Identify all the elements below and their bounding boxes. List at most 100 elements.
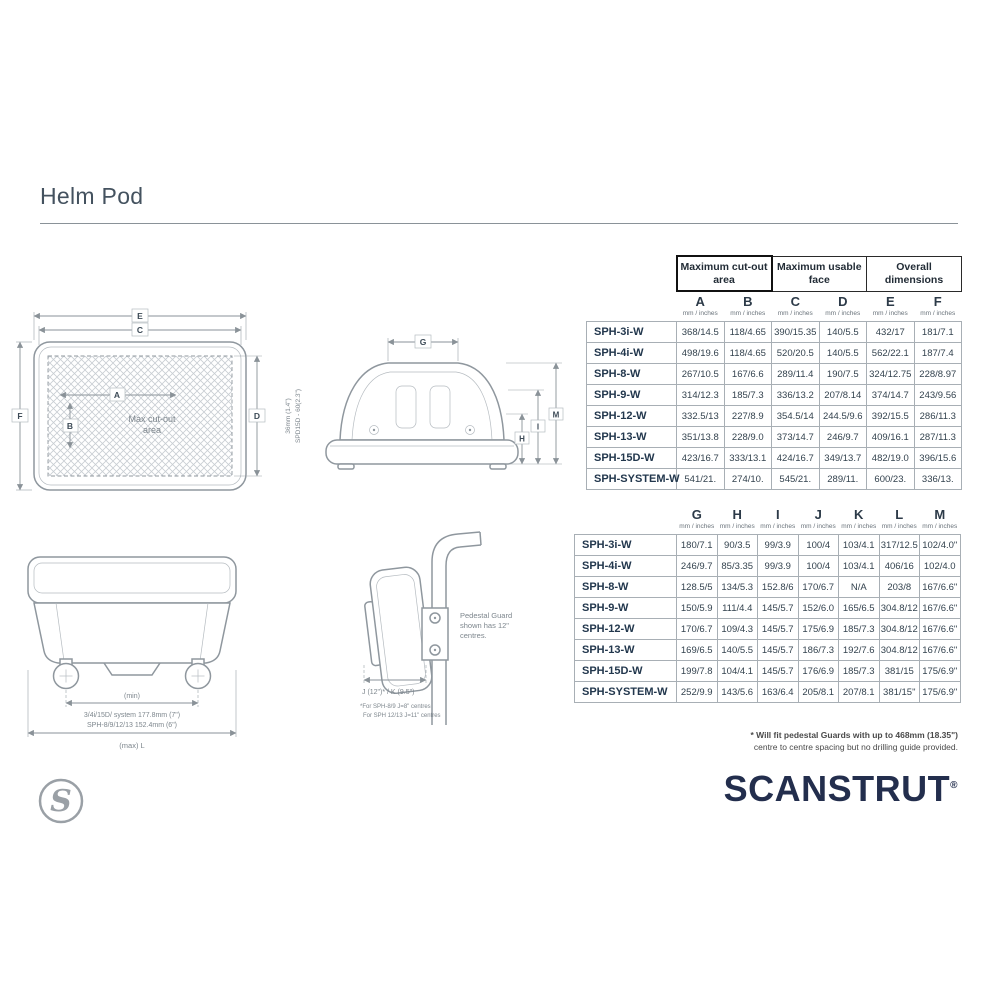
dim-value-cell: 333/13.1: [723, 447, 773, 470]
dim-value-cell: 140/5.5: [716, 639, 758, 662]
dim-value-cell: 150/5.9: [676, 597, 718, 620]
model-label: SPH-9-W: [586, 384, 677, 407]
dim-value-cell: 314/12.3: [676, 384, 725, 407]
dim-value-cell: 381/15: [878, 660, 920, 683]
dim-value-cell: 374/14.7: [866, 384, 915, 407]
dim-value-cell: 243/9.56: [913, 384, 963, 407]
dim-value-cell: 85/3.35: [716, 555, 758, 578]
group-header-overall: Overall dimensions: [866, 255, 963, 292]
dim-value-cell: 244.5/9.6: [818, 405, 868, 428]
dim-value-cell: 181/7.1: [913, 321, 963, 344]
dim-value-cell: 109/4.3: [716, 618, 758, 641]
model-label: SPH-15D-W: [574, 660, 677, 683]
dim-value-cell: 432/17: [866, 321, 915, 344]
dim-value-cell: 349/13.7: [818, 447, 868, 470]
dim-value-cell: 99/3.9: [757, 534, 799, 557]
svg-text:S: S: [50, 784, 72, 819]
dim-value-cell: 368/14.5: [676, 321, 725, 344]
dim-value-cell: 396/15.6: [913, 447, 963, 470]
dim-value-cell: 175/6.9": [919, 681, 961, 704]
dim-value-cell: 169/6.5: [676, 639, 718, 662]
dim-value-cell: N/A: [838, 576, 880, 599]
page-title: Helm Pod: [40, 183, 144, 209]
dim-label-a: A: [114, 390, 120, 400]
dim-label-d: D: [254, 411, 260, 421]
dim-value-cell: 424/16.7: [771, 447, 820, 470]
title-divider: [40, 223, 958, 224]
dim-value-cell: 336/13.2: [771, 384, 820, 407]
dim-value-cell: 304.8/12: [878, 597, 920, 620]
model-label: SPH-9-W: [574, 597, 677, 620]
dim-value-cell: 252/9.9: [676, 681, 718, 704]
dim-value-cell: 227/8.9: [723, 405, 773, 428]
dim-value-cell: 165/6.5: [838, 597, 880, 620]
dim-value-cell: 304.8/12: [878, 639, 920, 662]
dim-value-cell: 145/5.7: [757, 639, 799, 662]
dim-value-cell: 373/14.7: [771, 426, 820, 449]
jk-footnote-line2: For SPH 12/13 J=11" centres: [363, 713, 441, 719]
spacing-line1: 3/4i/15D/ system 177.8mm (7"): [84, 712, 180, 719]
group-header-cutout: Maximum cut-out area: [675, 254, 773, 293]
model-label: SPH-13-W: [586, 426, 677, 449]
dim-value-cell: 336/13.: [913, 468, 963, 491]
dim-value-cell: 145/5.7: [757, 618, 799, 641]
dim-value-cell: 207/8.1: [838, 681, 880, 704]
dim-value-cell: 167/6.6: [723, 363, 773, 386]
dim-value-cell: 175/6.9": [919, 660, 961, 683]
dim-value-cell: 192/7.6: [838, 639, 880, 662]
pod-side-profile: [364, 566, 433, 694]
dim-value-cell: 317/12.5: [878, 534, 920, 557]
dim-value-cell: 289/11.: [818, 468, 868, 491]
max-label: (max) L: [119, 741, 144, 750]
dim-label-c: C: [137, 325, 143, 335]
model-label: SPH-15D-W: [586, 447, 677, 470]
side-note-line2: SPD15D - 60(2.3"): [295, 389, 302, 443]
pedestal-note-line3: centres.: [460, 631, 487, 640]
dim-value-cell: 228/8.97: [913, 363, 963, 386]
dim-value-cell: 390/15.35: [771, 321, 820, 344]
dim-value-cell: 140/5.5: [818, 342, 868, 365]
dim-value-cell: 274/10.: [723, 468, 773, 491]
model-label: SPH-4i-W: [586, 342, 677, 365]
dim-value-cell: 562/22.1: [866, 342, 915, 365]
jk-dim-label: J (12")* / K (9.5"): [362, 689, 414, 696]
dim-value-cell: 176/6.9: [797, 660, 839, 683]
dim-value-cell: 143/5.6: [716, 681, 758, 704]
dim-value-cell: 167/6.6": [919, 576, 961, 599]
model-label: SPH-3i-W: [574, 534, 677, 557]
dim-value-cell: 498/19.6: [676, 342, 725, 365]
dim-value-cell: 267/10.5: [676, 363, 725, 386]
dim-value-cell: 145/5.7: [757, 597, 799, 620]
dim-value-cell: 185/7.3: [838, 660, 880, 683]
dim-value-cell: 199/7.8: [676, 660, 718, 683]
dim-value-cell: 118/4.65: [723, 321, 773, 344]
dim-value-cell: 152/6.0: [797, 597, 839, 620]
registered-mark: ®: [950, 780, 958, 791]
pedestal-note-line2: shown has 12": [460, 621, 509, 630]
scanstrut-s-icon: S: [38, 778, 84, 824]
dim-value-cell: 103/4.1: [838, 555, 880, 578]
dim-value-cell: 167/6.6": [919, 639, 961, 662]
dim-value-cell: 600/23.: [866, 468, 915, 491]
dim-value-cell: 246/9.7: [818, 426, 868, 449]
dim-value-cell: 100/4: [797, 534, 839, 557]
dim-value-cell: 351/13.8: [676, 426, 725, 449]
dim-value-cell: 128.5/5: [676, 576, 718, 599]
dim-value-cell: 205/8.1: [797, 681, 839, 704]
dim-value-cell: 286/11.3: [913, 405, 963, 428]
dim-value-cell: 152.8/6: [757, 576, 799, 599]
